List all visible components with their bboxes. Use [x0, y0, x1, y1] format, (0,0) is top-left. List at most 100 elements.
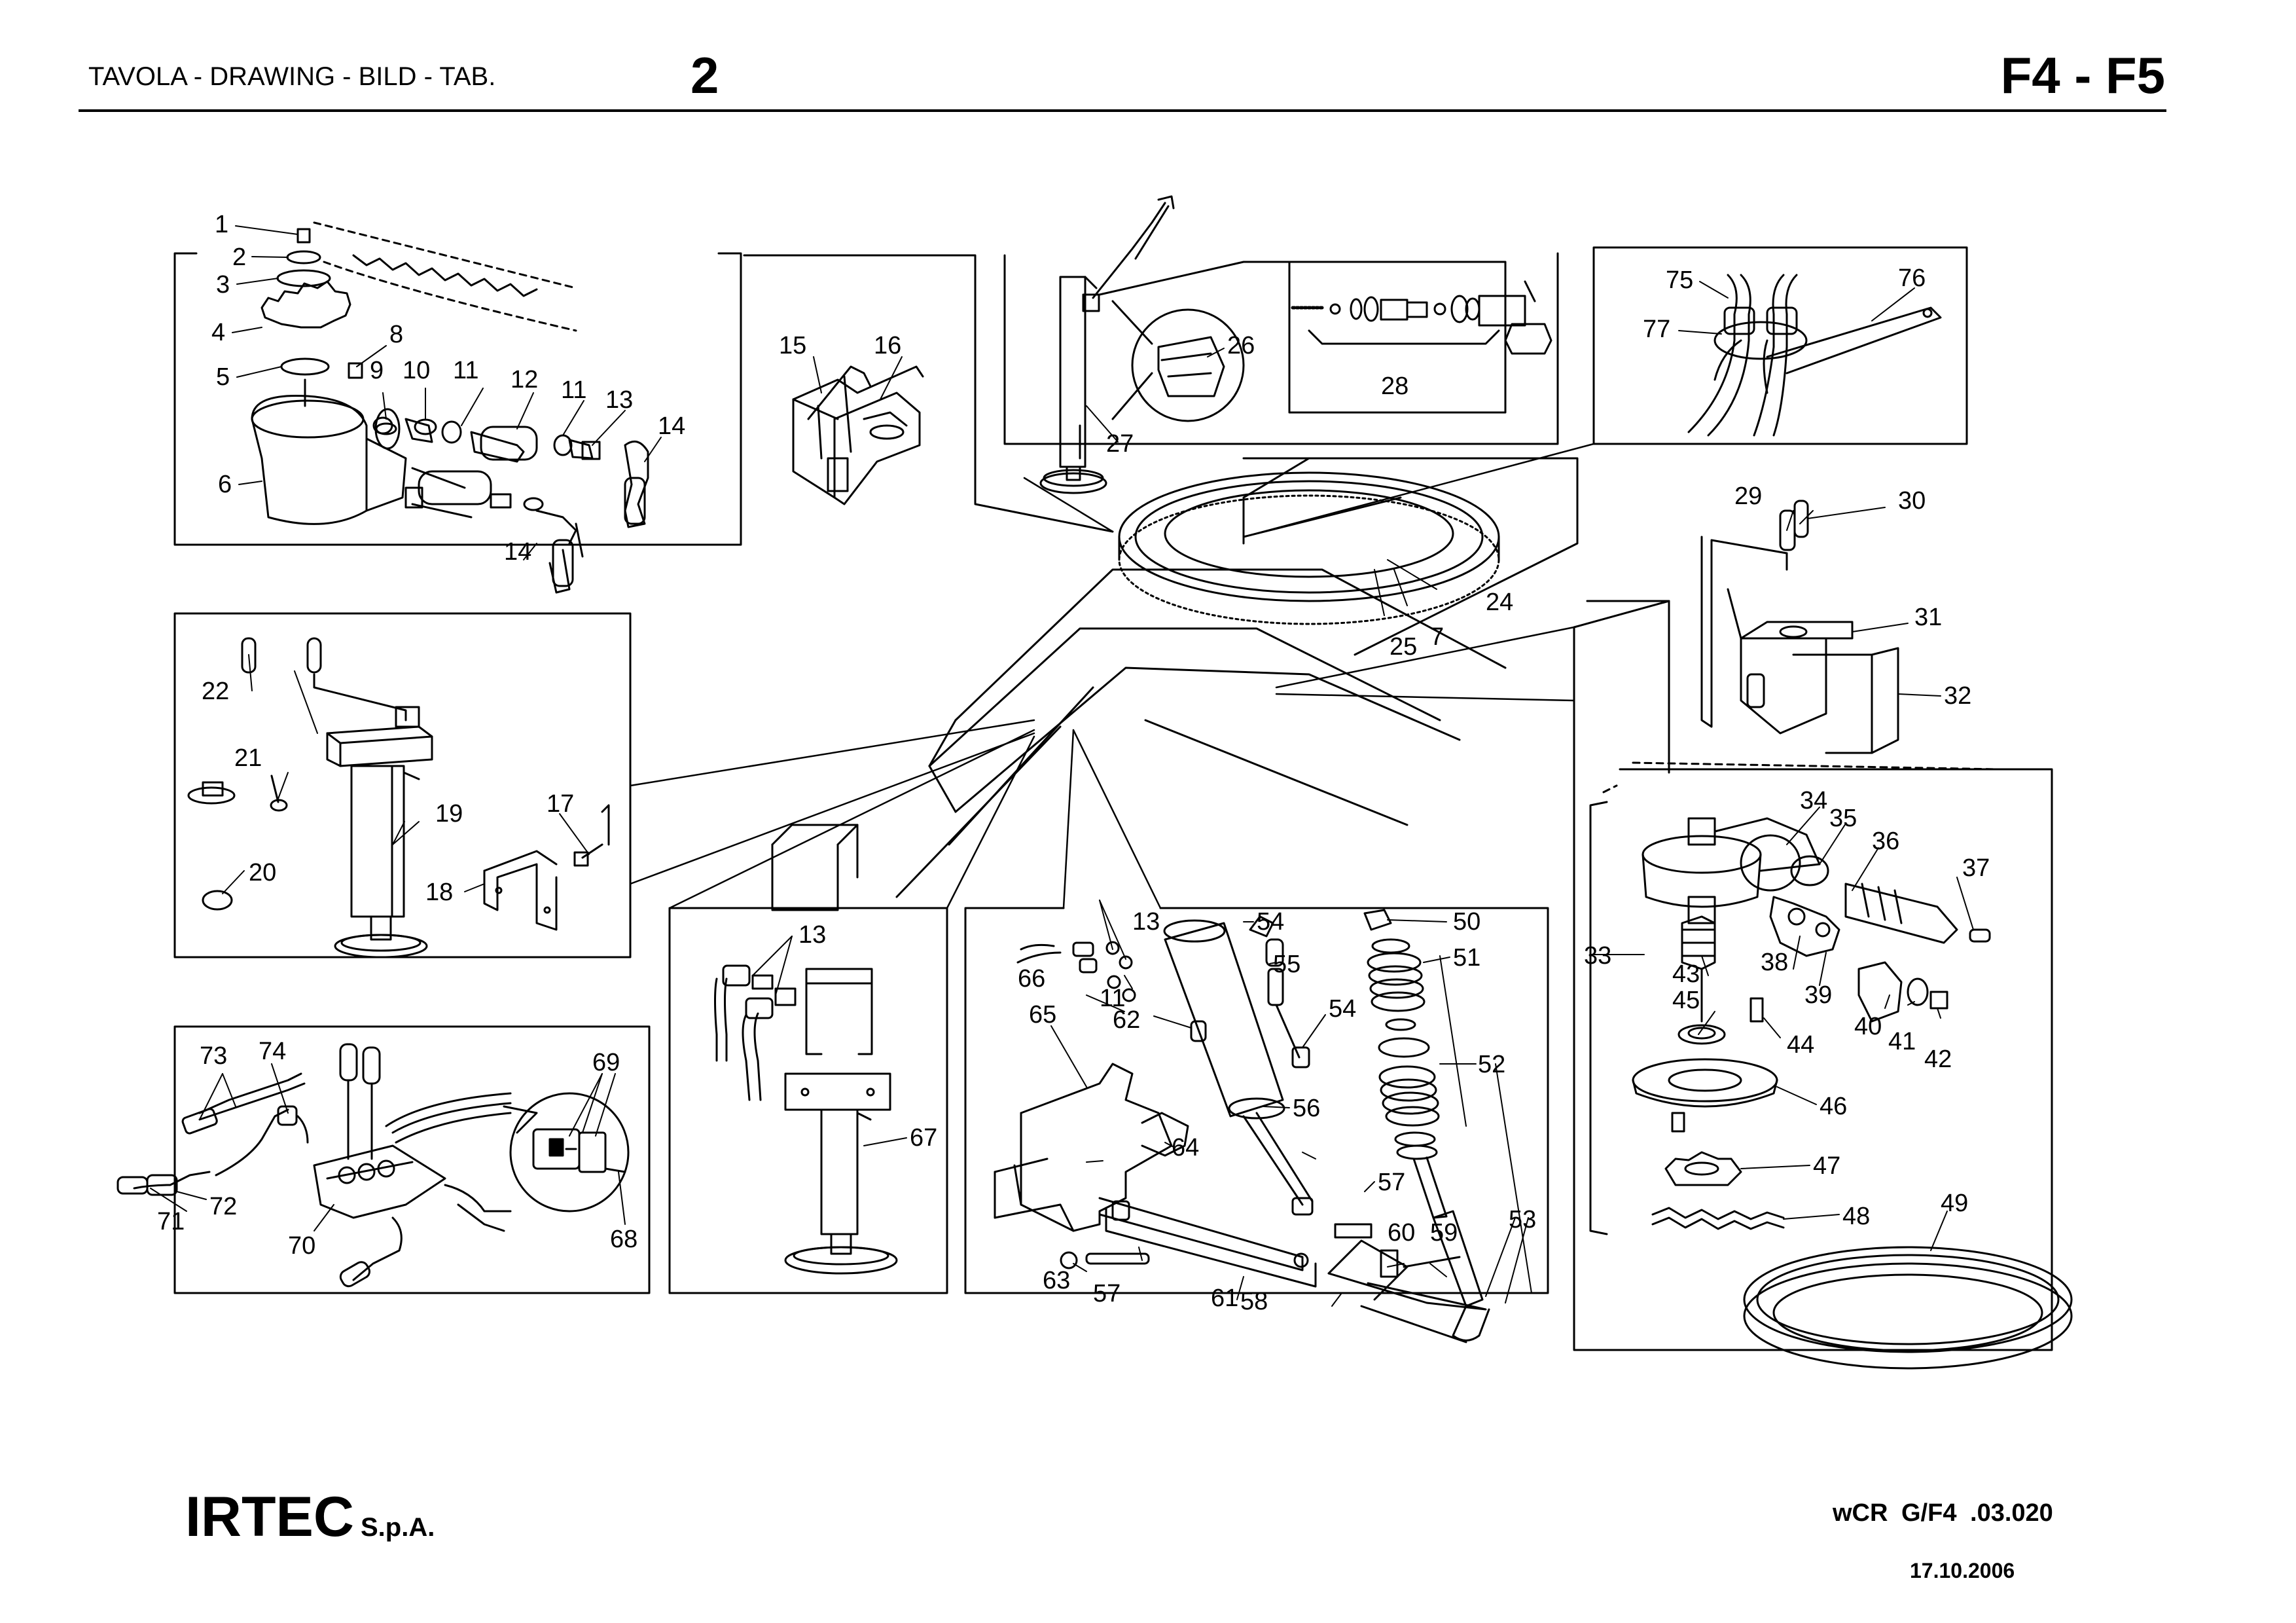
part-label: 53: [1509, 1206, 1536, 1233]
panel-hose-frame: [1592, 246, 1968, 445]
part-label: 73: [200, 1042, 227, 1070]
part-label: 18: [425, 879, 453, 906]
support-assembly: [714, 964, 898, 1275]
part-label: 35: [1829, 805, 1857, 832]
header-rule: [79, 109, 2166, 112]
part-label: 11: [453, 357, 478, 384]
panel-support-frame: [668, 907, 948, 1294]
panel-gear-frame: [1573, 600, 2053, 1351]
part-label: 51: [1453, 944, 1480, 972]
drawing-title: TAVOLA - DRAWING - BILD - TAB.: [88, 62, 496, 91]
part-label: 41: [1888, 1028, 1916, 1055]
leader-lines: [150, 225, 1974, 1307]
part-label: 61: [1211, 1285, 1238, 1312]
part-label: 34: [1800, 787, 1827, 814]
panel-valve-frame: [173, 1025, 651, 1294]
part-label: 11: [1100, 985, 1125, 1012]
part-label: 5: [216, 363, 230, 391]
part-label: 68: [610, 1226, 637, 1253]
part-label: 13: [605, 386, 633, 414]
part-label: 56: [1293, 1095, 1320, 1122]
model-code: F4 - F5: [2000, 46, 2165, 104]
part-label: 67: [910, 1124, 937, 1152]
part-label: 72: [209, 1193, 237, 1220]
part-label: 46: [1820, 1093, 1847, 1120]
part-label: 71: [157, 1208, 185, 1235]
panel-jack-frame: [173, 612, 632, 958]
company-suffix: S.p.A.: [361, 1513, 435, 1542]
part-label: 24: [1486, 589, 1513, 616]
panel-cylinder-frame: [964, 907, 1549, 1294]
part-label: 44: [1787, 1031, 1814, 1059]
part-label: 27: [1106, 430, 1134, 458]
bracket-assembly: [792, 365, 924, 505]
part-label: 15: [779, 332, 806, 359]
gearbox-assembly: [1589, 761, 2073, 1370]
part-label: 2: [232, 244, 246, 271]
part-label: 16: [874, 332, 901, 359]
part-label: 14: [504, 538, 531, 566]
part-label: 54: [1257, 908, 1284, 936]
part-label: 31: [1914, 604, 1942, 631]
part-label: 47: [1813, 1152, 1840, 1180]
part-label: 13: [798, 921, 826, 949]
turntable-ring: [1118, 471, 1500, 625]
part-label: 19: [435, 800, 463, 828]
part-label: 36: [1872, 828, 1899, 855]
part-label: 60: [1388, 1219, 1415, 1247]
part-label: 21: [234, 744, 262, 772]
part-label: 40: [1854, 1013, 1882, 1040]
panel-motor-frame: [173, 252, 742, 546]
part-label: 14: [658, 412, 685, 440]
hose-assembly: [1687, 274, 1942, 437]
part-label: 45: [1672, 987, 1700, 1014]
part-label: 25: [1390, 633, 1417, 661]
part-label: 70: [288, 1232, 315, 1260]
central-frame: [771, 457, 1579, 911]
part-label: 17: [547, 790, 574, 818]
part-label: 66: [1018, 965, 1045, 993]
valve-assembly: [117, 1043, 630, 1288]
part-label: 8: [389, 321, 403, 348]
part-label: 62: [1113, 1006, 1140, 1034]
part-label: 13: [1132, 908, 1160, 936]
part-labels: 1 2 3 4 5 6 7 8 9 10 11 12 11 13 14 14 1…: [157, 211, 1990, 1315]
panel-crank-frame: [1586, 600, 1670, 774]
part-label: 7: [1430, 623, 1444, 651]
part-label: 65: [1029, 1001, 1056, 1029]
wedge-lines: [629, 443, 1595, 909]
motor-assembly: [251, 221, 649, 594]
part-label: 1: [215, 211, 228, 238]
part-label: 75: [1666, 266, 1693, 294]
part-label: 30: [1898, 487, 1926, 515]
part-label: 50: [1453, 908, 1480, 936]
crank-assembly: [1700, 500, 1899, 754]
part-label: 52: [1478, 1051, 1505, 1078]
document-reference: wCR G/F4 .03.020: [1833, 1499, 2053, 1527]
panel-bracket-frame: [743, 254, 1114, 533]
part-label: 64: [1172, 1134, 1199, 1161]
panel-stand-frame: [1003, 252, 1559, 445]
part-label: 59: [1430, 1219, 1458, 1247]
part-label: 33: [1584, 942, 1611, 970]
part-label: 55: [1273, 951, 1300, 978]
part-label: 32: [1944, 682, 1971, 710]
document-date: 17.10.2006: [1910, 1559, 2015, 1582]
stand-assembly: [1039, 195, 1552, 494]
part-label: 3: [216, 271, 230, 299]
part-label: 39: [1804, 981, 1832, 1009]
part-label: 76: [1898, 264, 1926, 292]
part-label: 10: [403, 357, 430, 384]
part-label: 77: [1643, 316, 1670, 343]
table-number: 2: [691, 46, 719, 104]
part-label: 26: [1227, 332, 1255, 359]
part-label: 11: [561, 376, 586, 404]
part-label: 48: [1842, 1203, 1870, 1230]
part-label: 74: [259, 1038, 286, 1065]
part-label: 69: [592, 1049, 620, 1076]
part-label: 54: [1329, 995, 1356, 1023]
part-label: 4: [211, 319, 225, 346]
cylinder-assembly: [994, 909, 1490, 1343]
